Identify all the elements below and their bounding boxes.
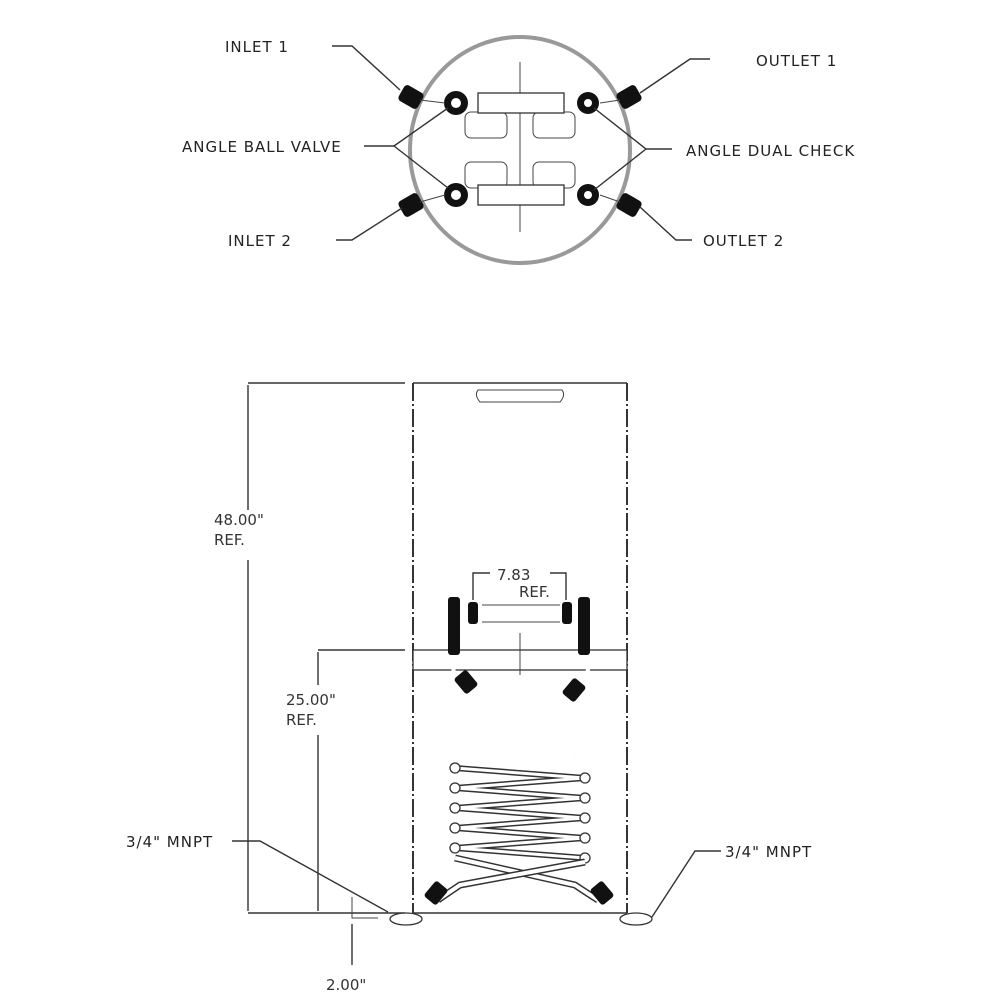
inlet-height-ref: REF. [286,711,317,729]
angle-ball-valve-label: ANGLE BALL VALVE [182,138,342,156]
inlet-1-fitting [398,85,424,109]
left-mnpt-connection [389,912,423,926]
left-mnpt-label: 3/4" MNPT [126,833,213,851]
overall-height-ref: REF. [214,531,245,549]
enclosure-outline-top [408,35,632,265]
angle-dual-check-1 [577,92,599,114]
pipe-spacing-ref: REF. [519,583,550,601]
inlet-2-fitting [398,193,424,217]
angle-dual-check-label: ANGLE DUAL CHECK [686,142,855,160]
outlet-2-fitting [616,193,642,217]
angle-dual-check-2 [577,184,599,206]
outlet-1-fitting [616,85,642,109]
pipe-spacing-dim: 7.83 [497,566,530,584]
right-mnpt-connection [619,912,653,926]
outlet-1-label: OUTLET 1 [756,52,837,70]
right-mnpt-label: 3/4" MNPT [725,843,812,861]
inlet-height-dim: 25.00" [286,691,336,709]
inlet-2-label: INLET 2 [228,232,292,250]
heat-coil [449,762,591,864]
inlet-1-label: INLET 1 [225,38,289,56]
angle-ball-valve-2 [444,183,468,207]
bottom-offset-dim: 2.00" [326,976,366,994]
side-view: 48.00" REF. 25.00" REF. 7.83 REF. [126,382,812,994]
overall-height-dim: 48.00" [214,511,264,529]
top-view: INLET 1 INLET 2 OUTLET 1 OUTLET 2 ANGLE … [182,35,855,265]
angle-ball-valve-1 [444,91,468,115]
outlet-2-label: OUTLET 2 [703,232,784,250]
